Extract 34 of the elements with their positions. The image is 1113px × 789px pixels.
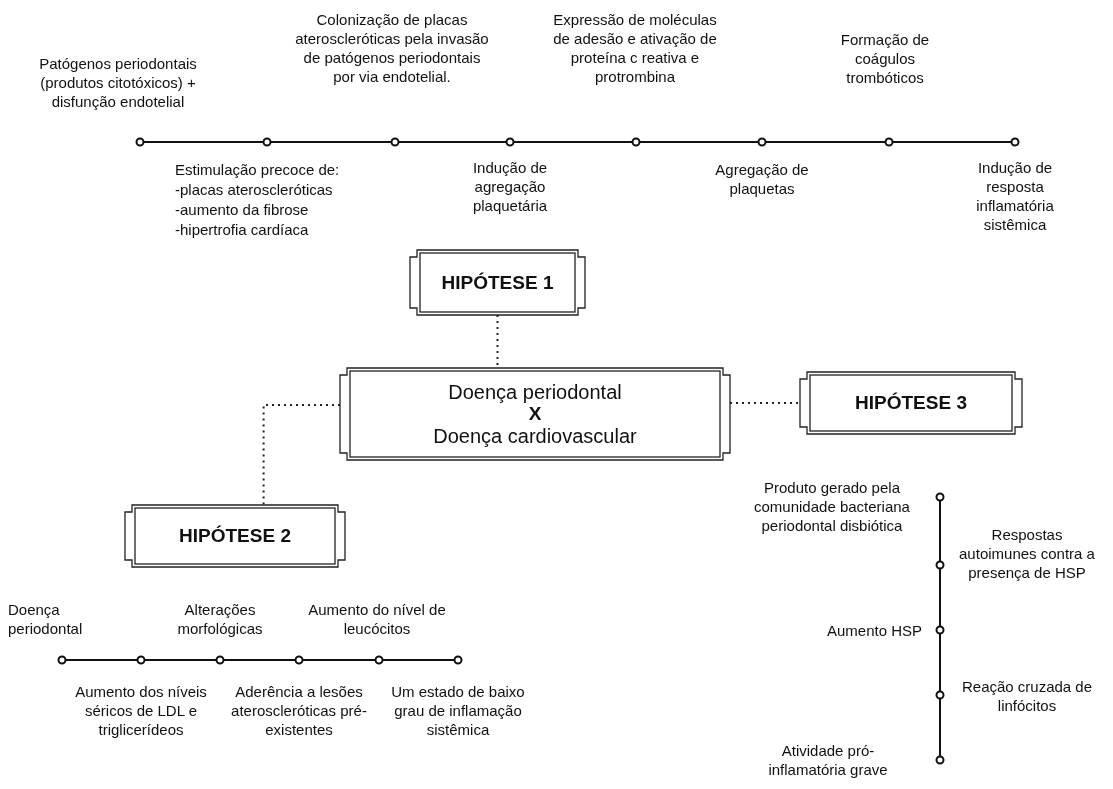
timeline-text: Produto gerado pela comunidade bacteriana periodontal disbiótica — [753, 478, 911, 535]
timeline-text: Aumento dos níveis séricos de LDL e triglicerídeos — [74, 682, 208, 739]
timeline-text: Expressão de moléculas de adesão e ativação de proteína c reativa e protrombina — [552, 10, 718, 86]
box-text: X — [528, 403, 542, 425]
timeline-text: Formação de coágulos trombóticos — [839, 30, 931, 87]
timeline-text: -aumento da fibrose — [175, 200, 310, 219]
timeline-text: -placas ateroscleróticas — [175, 180, 334, 199]
dotted-connector — [729, 402, 801, 404]
hypothesis-title: HIPÓTESE 3 — [855, 392, 967, 414]
timeline-text: Indução de resposta inflamatória sistêmica — [975, 158, 1055, 234]
dotted-connector — [262, 404, 341, 506]
box-text: Doença cardiovascular — [433, 425, 637, 447]
timeline-text: Agregação de plaquetas — [714, 160, 810, 198]
timeline-text: Indução de agregação plaquetária — [471, 158, 549, 215]
central-box — [340, 368, 730, 460]
timeline-text: Doença periodontal — [8, 600, 84, 638]
timeline-text: Patógenos periodontais (produtos citotóxicos) + disfunção endotelial — [38, 54, 198, 111]
timeline-text: Respostas autoimunes contra a presença de HSP — [958, 525, 1096, 582]
hypothesis-title: HIPÓTESE 2 — [179, 525, 291, 547]
timeline-text: Aumento HSP — [825, 621, 922, 640]
hypothesis-box — [800, 372, 1022, 434]
box-text: Doença periodontal — [448, 381, 622, 403]
timeline-text: Atividade pró-inflamatória grave — [767, 741, 889, 779]
timeline-text: Alterações morfológicas — [176, 600, 264, 638]
timeline-text: -hipertrofia cardíaca — [175, 220, 310, 239]
hypothesis-box — [410, 250, 585, 315]
timeline-text: Colonização de placas ateroscleróticas pela invasão de patógenos periodontais por via endotelial. — [294, 10, 490, 86]
hypothesis-title: HIPÓTESE 1 — [441, 271, 554, 294]
timeline-text: Reação cruzada de linfócitos — [960, 677, 1094, 715]
timeline-text: Um estado de baixo grau de inflamação sistêmica — [390, 682, 526, 739]
timeline-text: Aumento do nível de leucócitos — [307, 600, 447, 638]
timeline-text: Estimulação precoce de: — [175, 160, 341, 179]
timeline-text: Aderência a lesões ateroscleróticas pré-existentes — [230, 682, 368, 739]
hypothesis-box — [125, 505, 345, 567]
